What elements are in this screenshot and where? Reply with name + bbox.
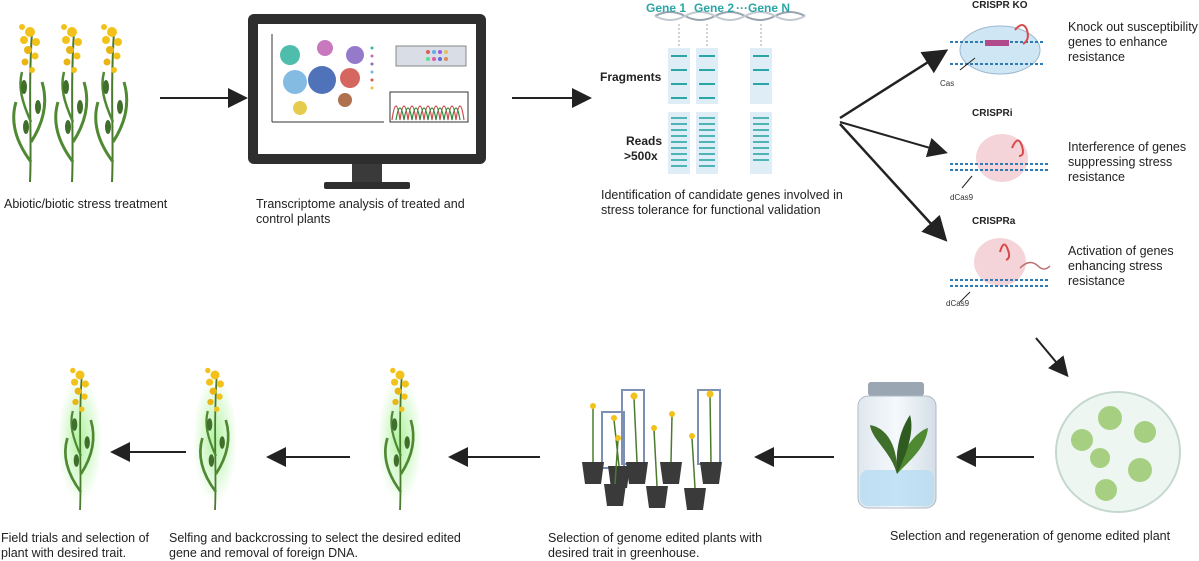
crispri-title: CRISPRi	[972, 108, 1013, 119]
dna-helix-icon	[654, 11, 806, 21]
crispr-ko-title: CRISPR KO	[972, 0, 1028, 11]
edited-plant-field-icon	[58, 366, 102, 512]
gene-dots-label: ···	[736, 1, 748, 15]
sequencing-reads-icon	[668, 112, 772, 174]
gene-2-label: Gene 2	[694, 1, 735, 15]
arrow-crispra-to-petri	[1035, 337, 1069, 378]
caption-regeneration: Selection and regeneration of genome edi…	[890, 529, 1171, 543]
caption-crispra: Activation of genes enhancing stress res…	[1068, 244, 1174, 288]
gene-1-label: Gene 1	[646, 1, 687, 15]
arrow-to-crispr-ko	[839, 49, 949, 120]
stress-plants	[12, 22, 129, 184]
computer-monitor-icon	[248, 14, 486, 189]
petri-dish-icon	[1055, 391, 1181, 513]
crispra-title: CRISPRa	[972, 216, 1016, 227]
reads-label: Reads	[626, 134, 663, 148]
caption-field: Field trials and selection of plant with…	[1, 531, 149, 560]
caption-crispri: Interference of genes suppressing stress…	[1068, 140, 1187, 184]
caption-greenhouse: Selection of genome edited plants with d…	[548, 531, 763, 560]
cas-label: Cas	[940, 79, 955, 88]
gene-n-label: Gene N	[748, 1, 791, 15]
caption-selfing: Selfing and backcrossing to select the d…	[169, 531, 461, 560]
dcas9-i-label: dCas9	[950, 193, 974, 202]
caption-crispr-ko: Knock out susceptibility genes to enhanc…	[1068, 20, 1198, 64]
crispri-icon	[950, 134, 1050, 189]
arrow-to-crispri	[839, 121, 948, 158]
crispr-ko-icon	[950, 24, 1045, 75]
fragments-label: Fragments	[600, 70, 662, 84]
tissue-culture-jar-icon	[857, 382, 937, 509]
caption-transcriptome: Transcriptome analysis of treated and co…	[256, 197, 465, 226]
edited-plant-selfing-icon	[378, 366, 422, 512]
gene-fragments-icon	[668, 24, 772, 104]
caption-identification: Identification of candidate genes involv…	[601, 188, 843, 217]
edited-plant-backcross-icon	[193, 366, 237, 512]
arrow-to-crispra	[839, 123, 948, 242]
greenhouse-pots-icon	[582, 389, 722, 510]
crispra-icon	[950, 238, 1051, 303]
dcas9-a-label: dCas9	[946, 299, 970, 308]
caption-stress-treatment: Abiotic/biotic stress treatment	[4, 197, 168, 211]
reads-depth-label: >500x	[624, 149, 658, 163]
